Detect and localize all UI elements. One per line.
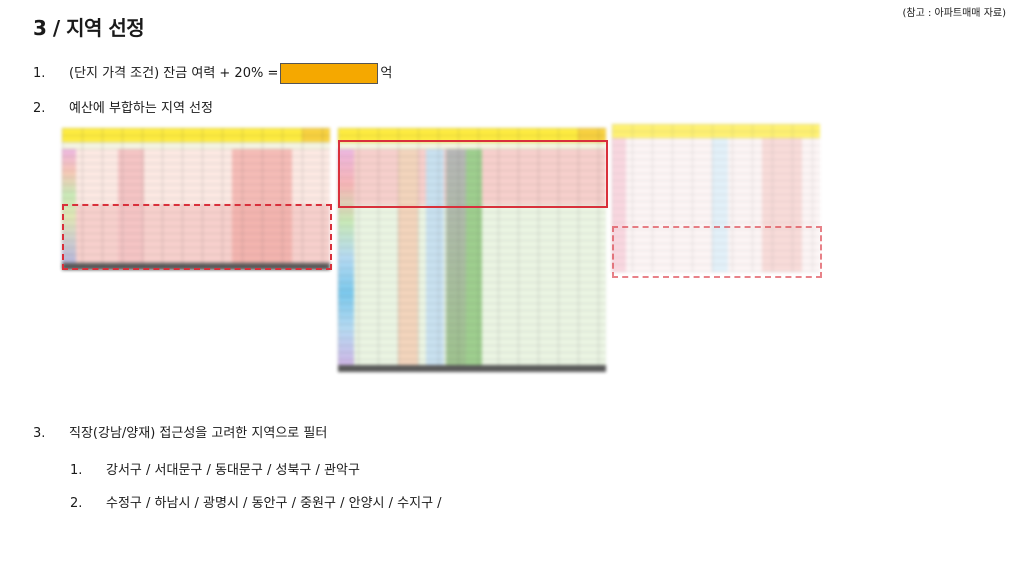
sub-list-item-text: 강서구 / 서대문구 / 동대문구 / 성북구 / 관악구: [106, 463, 360, 478]
list-item-number: 3.: [33, 426, 46, 441]
highlight-box-2: [338, 140, 608, 208]
sub-list-item-2: 2. 수정구 / 하남시 / 광명시 / 동안구 / 중원구 / 안양시 / 수지…: [70, 492, 442, 511]
list-item-2: 2. 예산에 부합하는 지역 선정: [33, 97, 213, 116]
list-item-number: 1.: [33, 66, 46, 81]
sub-list-item-number: 1.: [70, 463, 83, 478]
list-item-text-suffix: 억: [380, 66, 393, 81]
list-item-3: 3. 직장(강남/양재) 접근성을 고려한 지역으로 필터: [33, 422, 327, 441]
highlight-box-1: [62, 204, 332, 270]
spreadsheet-image-2: [338, 128, 606, 372]
sub-list-item-text: 수정구 / 하남시 / 광명시 / 동안구 / 중원구 / 안양시 / 수지구 …: [106, 496, 442, 511]
list-item-text: 예산에 부합하는 지역 선정: [69, 101, 213, 116]
sub-list-item-1: 1. 강서구 / 서대문구 / 동대문구 / 성북구 / 관악구: [70, 459, 360, 478]
list-item-text: 직장(강남/양재) 접근성을 고려한 지역으로 필터: [69, 426, 328, 441]
spreadsheet-image-1: [62, 128, 330, 270]
highlight-box-3: [612, 226, 822, 278]
redacted-amount: [280, 63, 379, 84]
list-item-number: 2.: [33, 101, 46, 116]
list-item-1: 1. (단지 가격 조건) 잔금 여력 + 20% = 억: [33, 62, 392, 84]
spreadsheet-image-3: [612, 124, 820, 272]
page-title: 3 / 지역 선정: [33, 16, 145, 40]
reference-note: (참고 : 아파트매매 자료): [902, 8, 1006, 19]
sub-list-item-number: 2.: [70, 496, 83, 511]
list-item-text: (단지 가격 조건) 잔금 여력 + 20% =: [69, 66, 279, 81]
